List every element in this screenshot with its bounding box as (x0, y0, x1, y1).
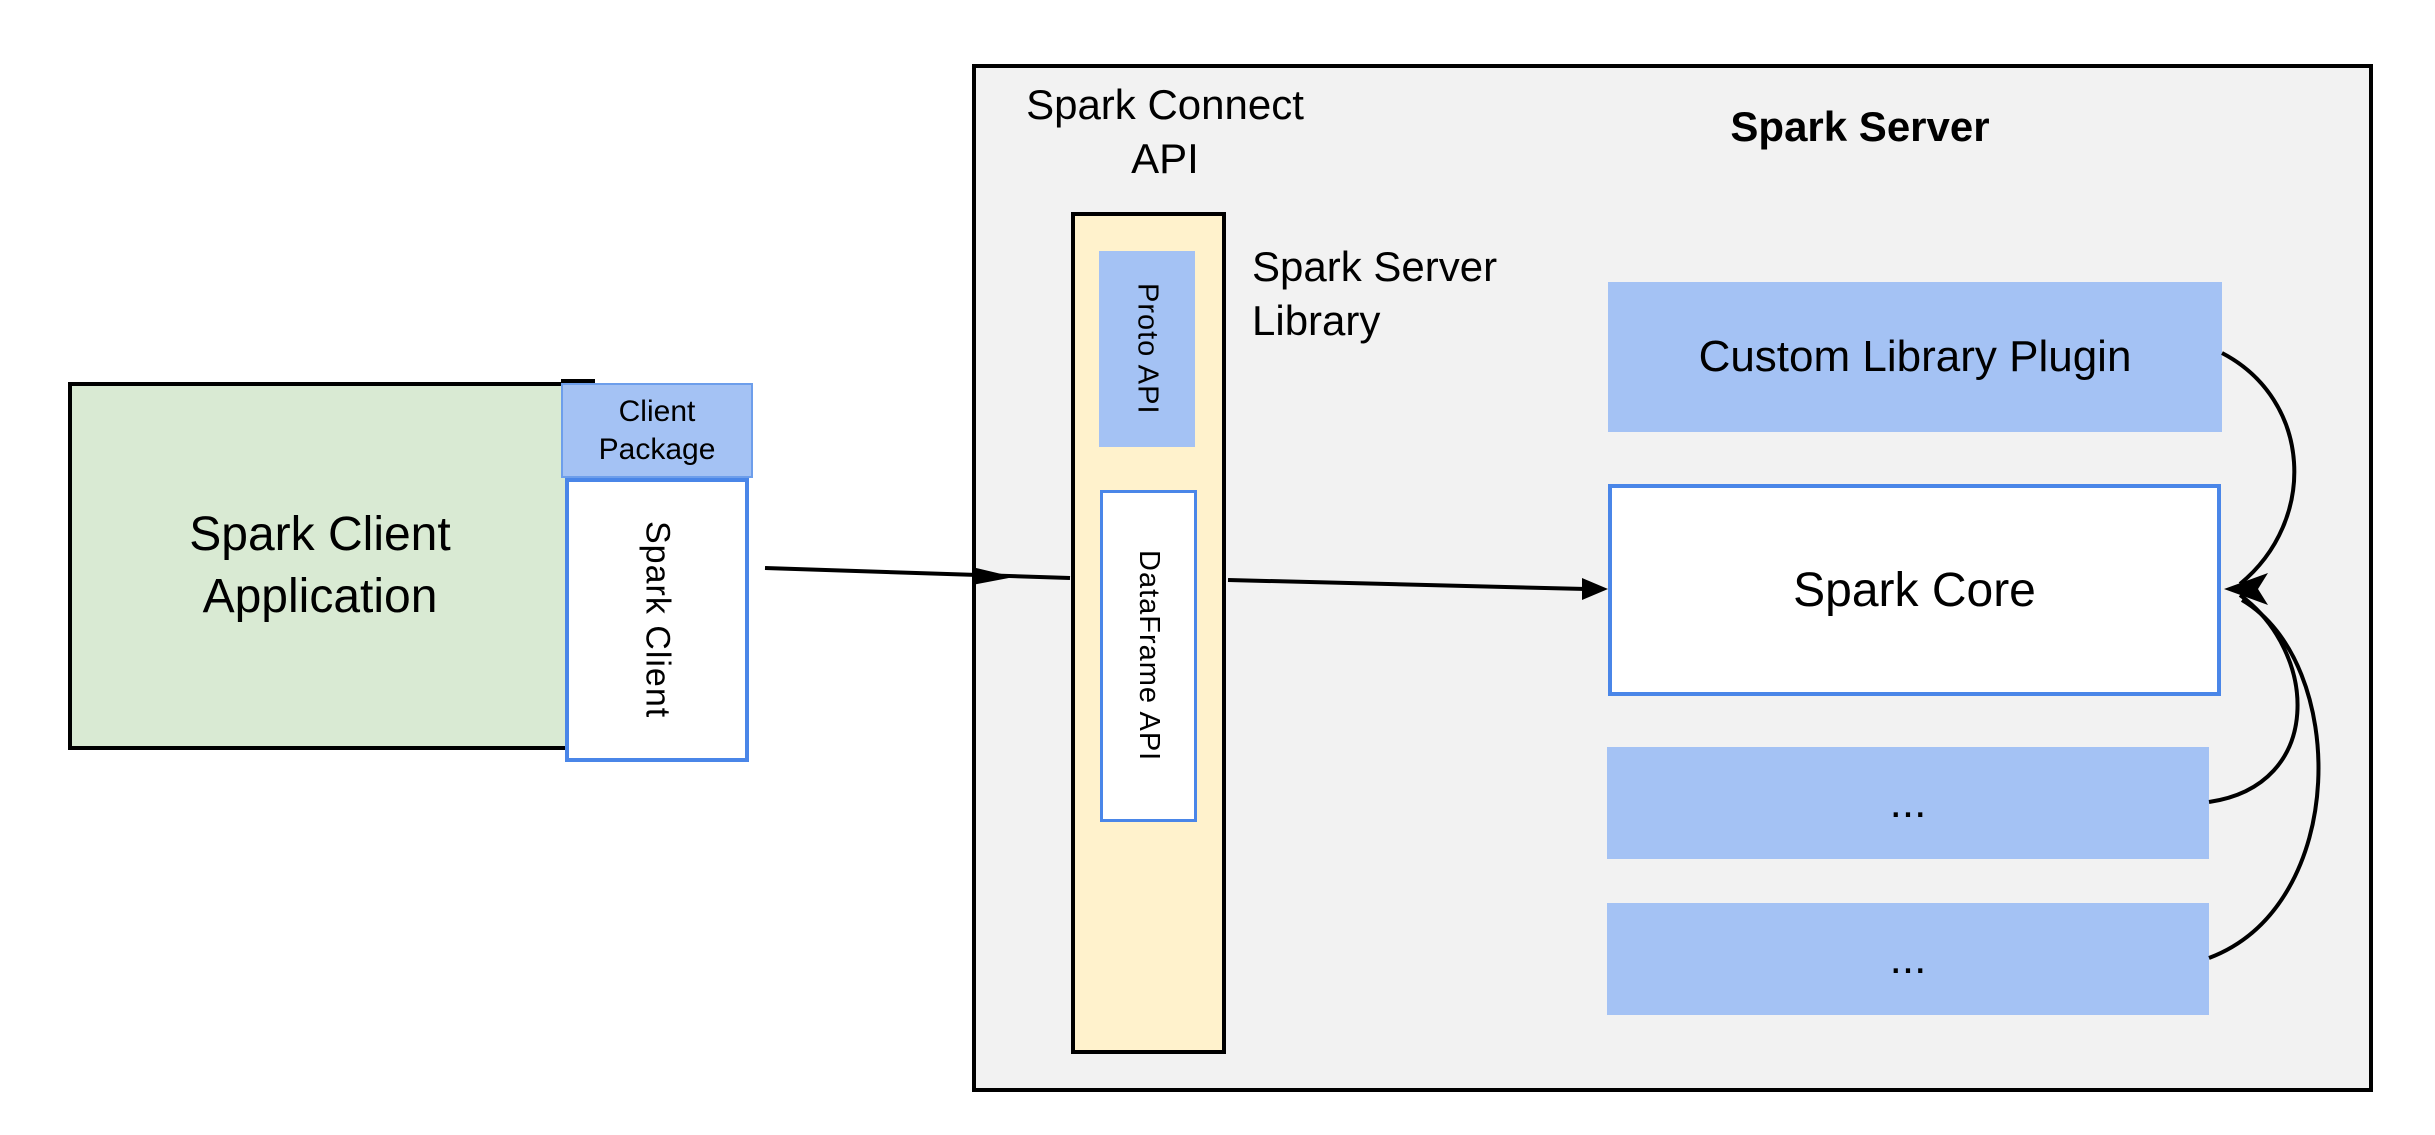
plugin-slot-2-label: ... (1889, 934, 1927, 983)
spark-client-application-box: Spark Client Application (68, 382, 572, 750)
spark-connect-api-title-line2: API (1131, 135, 1199, 182)
spark-client-application-label-line2: Application (202, 570, 438, 623)
spark-client-box: Spark Client (565, 478, 749, 762)
spark-core-label: Spark Core (1793, 563, 2036, 617)
spark-client-label: Spark Client (638, 521, 677, 719)
client-app-border-extension (561, 379, 595, 383)
spark-connect-api-title: Spark Connect API (1000, 78, 1330, 186)
custom-library-plugin-label: Custom Library Plugin (1698, 332, 2132, 381)
spark-server-library-label: Spark Server Library (1252, 240, 1582, 348)
proto-api-label: Proto API (1131, 283, 1164, 415)
dataframe-api-label: DataFrame API (1133, 550, 1165, 762)
spark-server-library-label-line1: Spark Server (1252, 243, 1498, 290)
spark-client-application-label-line1: Spark Client (189, 508, 451, 561)
plugin-slot-1-box: ... (1607, 747, 2209, 859)
spark-client-application-label: Spark Client Application (189, 504, 450, 628)
custom-library-plugin-box: Custom Library Plugin (1608, 282, 2222, 432)
spark-server-library-label-line2: Library (1252, 297, 1381, 344)
spark-core-box: Spark Core (1608, 484, 2221, 696)
spark-connect-api-title-line1: Spark Connect (1026, 81, 1304, 128)
client-package-label: Client Package (599, 393, 716, 469)
dataframe-api-box: DataFrame API (1100, 490, 1197, 822)
plugin-slot-1-label: ... (1889, 778, 1927, 827)
plugin-slot-2-box: ... (1607, 903, 2209, 1015)
client-package-label-line2: Package (598, 432, 716, 466)
client-package-label-line1: Client (618, 394, 696, 428)
spark-server-title: Spark Server (1730, 103, 1990, 150)
client-package-box: Client Package (561, 383, 753, 478)
proto-api-box: Proto API (1099, 251, 1195, 447)
